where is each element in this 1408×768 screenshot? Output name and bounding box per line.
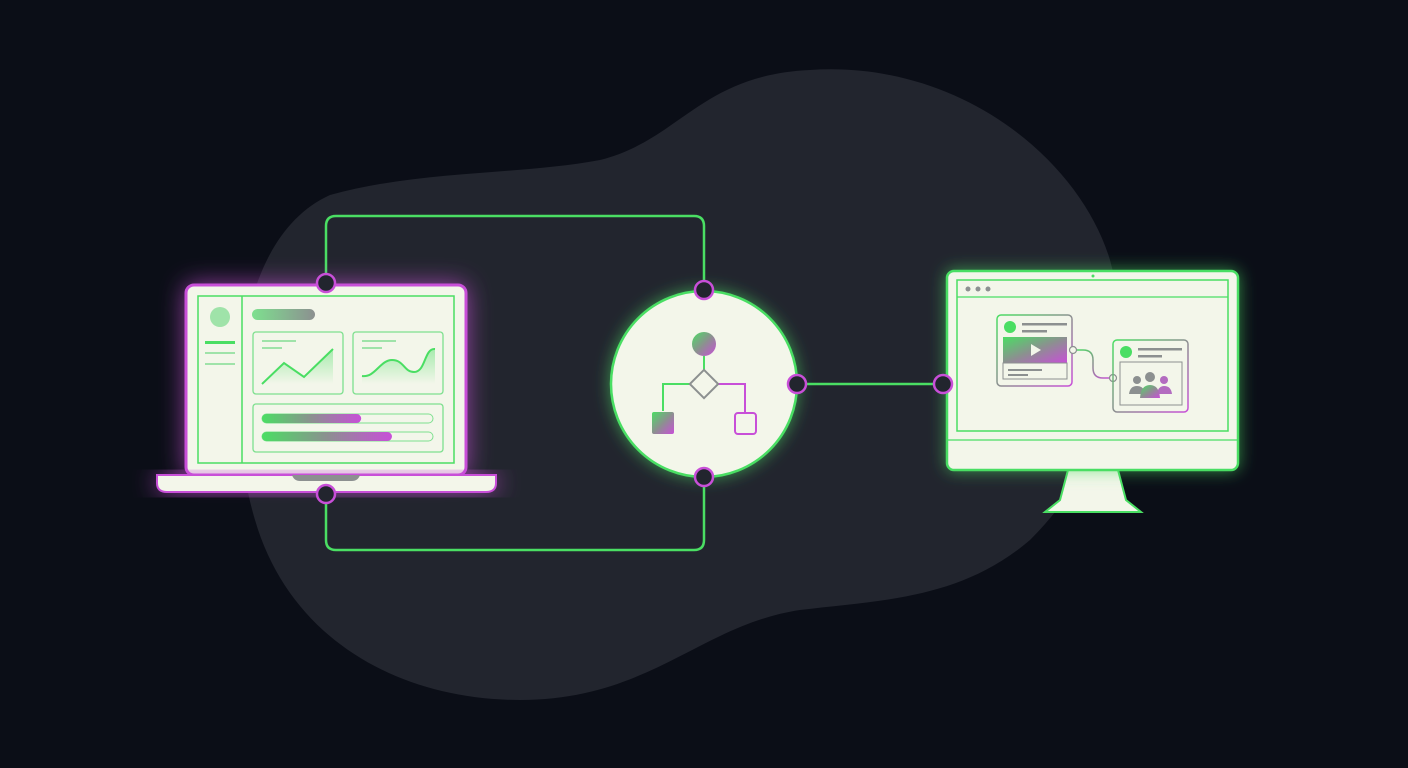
wave-chart-icon <box>352 331 444 395</box>
monitor <box>945 269 1240 513</box>
progress-fill <box>262 432 392 441</box>
users-group-icon <box>1129 372 1172 398</box>
node-hub-top <box>693 279 715 301</box>
filled-square-node-icon <box>652 412 674 434</box>
node-hub-right <box>786 373 808 395</box>
window-dots-icon <box>965 286 991 292</box>
video-play-icon <box>1031 344 1041 356</box>
node-hub-bottom <box>693 466 715 488</box>
workflow-hub <box>609 289 799 479</box>
connection-nodes <box>315 272 954 505</box>
decision-diamond-icon <box>688 368 720 400</box>
progress-bar-1 <box>261 413 434 424</box>
start-node-icon <box>692 332 716 356</box>
node-monitor-left <box>932 373 954 395</box>
connector-lines <box>324 214 943 552</box>
outline-square-node-icon <box>734 412 757 435</box>
progress-fill <box>262 414 362 423</box>
line-chart-icon <box>252 331 344 395</box>
progress-bar-2 <box>261 431 434 442</box>
node-laptop-top <box>315 272 337 294</box>
avatar-circle <box>210 307 230 327</box>
node-laptop-bottom <box>315 483 337 505</box>
laptop <box>156 283 497 493</box>
